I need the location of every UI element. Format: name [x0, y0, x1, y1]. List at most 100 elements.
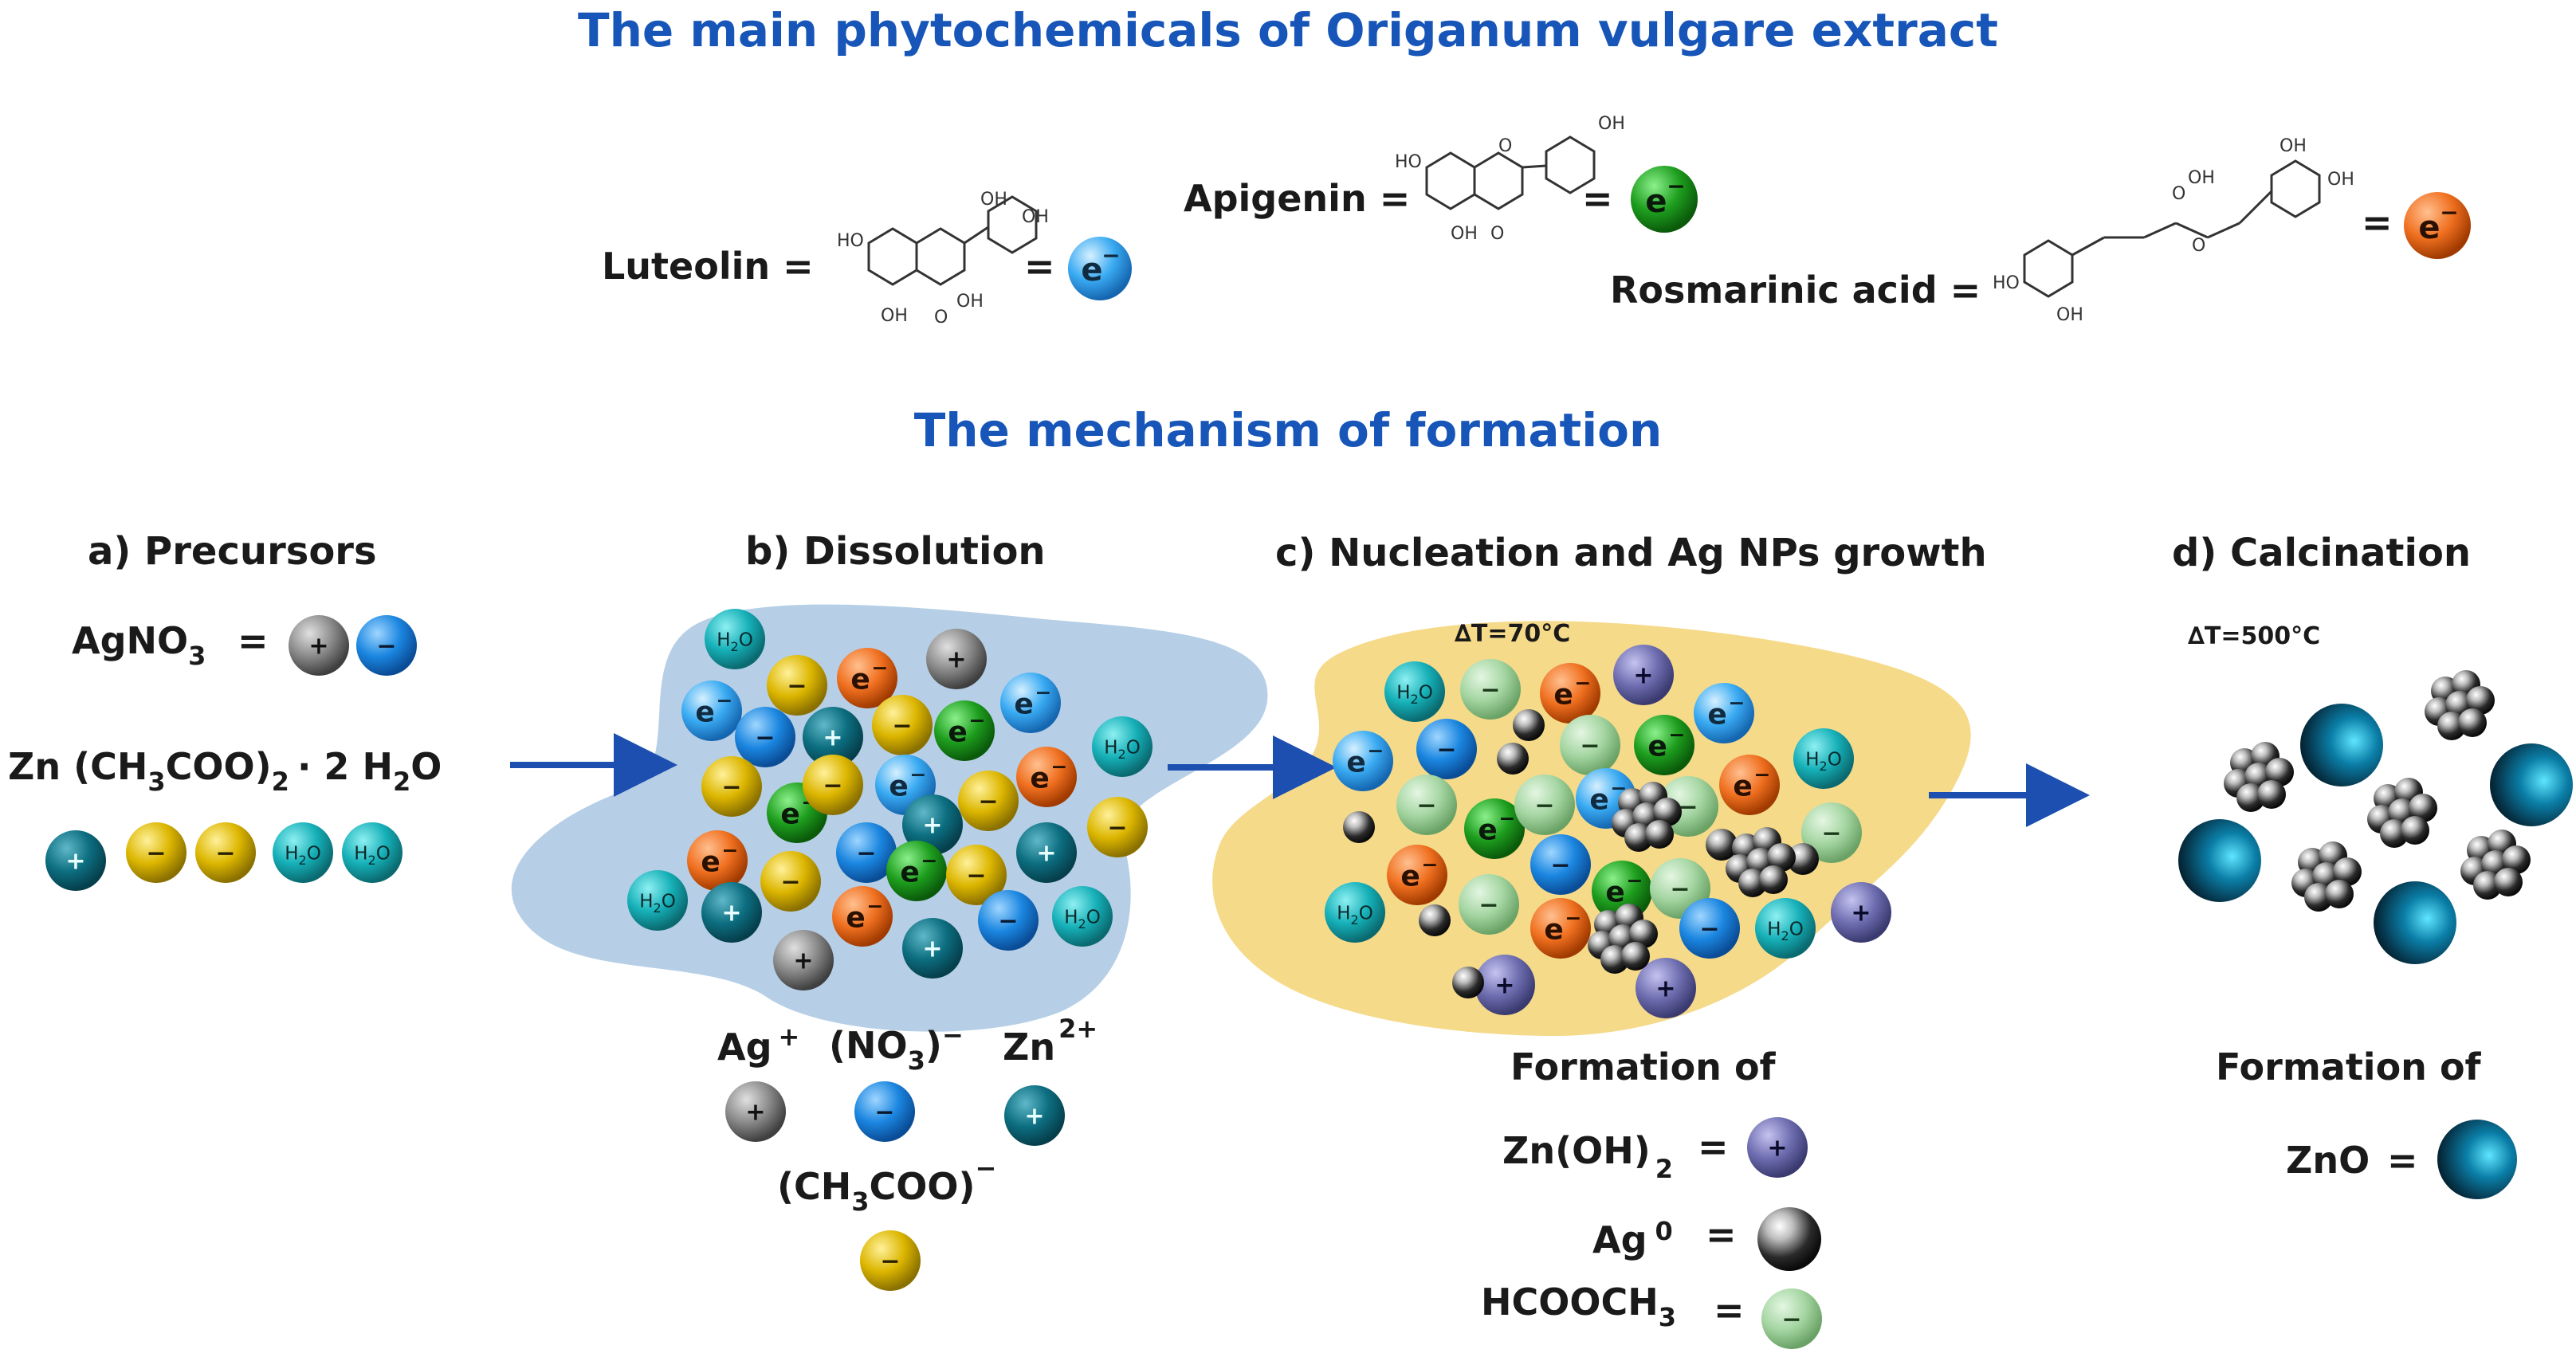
dissolution-particle-16: e− [1016, 747, 1077, 807]
dissolution-particle-26: H2O [627, 870, 688, 931]
nucleation-particle-6-label: e [1647, 730, 1667, 763]
temperature-calcination: ∆T=500°C [2188, 622, 2320, 650]
dissolution-particle-20-sup: − [721, 838, 738, 861]
nucleation-particle-26-label: H2O [1767, 919, 1804, 943]
apigenin-structure: HO OH O O OH [1395, 114, 1625, 244]
rosmarinic-electron-label: e [2418, 210, 2440, 246]
dissolution-particle-10-sup: − [968, 708, 985, 731]
apigenin-electron-sup: − [1667, 173, 1685, 199]
calcination-silver-cluster-2-atom-7 [2458, 708, 2487, 737]
dissolution-particle-6-label: e [1014, 688, 1033, 720]
precursor-nitrate-ion-charge: − [376, 633, 396, 661]
nucleation-particle-17: − [1801, 802, 1862, 863]
luteolin-equals: = [1024, 245, 1055, 288]
ag0-equals: = [1706, 1213, 1737, 1256]
nucleation-particle-25: − [1679, 898, 1740, 959]
precursor-agno3: AgNO3 = [72, 619, 269, 671]
dissolution-particle-24-sup: − [921, 849, 937, 872]
precursor-acetate-ion-1-charge: − [146, 840, 166, 868]
nucleation-particle-5-label: e [1707, 698, 1726, 731]
nucleation-particle-24: e− [1530, 898, 1591, 959]
luteolin-structure: HO OH O OH OH OH [837, 190, 1049, 328]
nucleation-particle-6-sup: − [1668, 723, 1685, 746]
nucleation-particle-29-charge: + [1655, 975, 1675, 1003]
dissolution-particle-30-label: H2O [1064, 907, 1101, 932]
dissolution-particle-25: − [946, 845, 1007, 905]
zinc-acetate-formula: Zn (CH3COO)2· 2 H2O [8, 745, 442, 797]
dissolution-particle-16-label: e [1030, 762, 1049, 794]
dissolution-particle-5-label: e [695, 696, 714, 728]
precursor-water-2: H2O [342, 822, 402, 883]
nucleation-particle-29: + [1636, 958, 1696, 1018]
dissolution-particle-31: + [902, 918, 963, 979]
nucleation-particle-27: + [1831, 882, 1891, 943]
precursor-ag-ion: + [289, 615, 349, 676]
nucleation-particle-19: − [1530, 834, 1591, 895]
dissolution-particle-4-charge: − [787, 673, 807, 700]
nucleation-particle-13-label: e [1478, 814, 1497, 846]
section-calcination: d) Calcination [2172, 531, 2471, 575]
svg-text:OH: OH [1598, 114, 1625, 134]
svg-text:OH: OH [980, 190, 1007, 210]
svg-text:OH: OH [2327, 170, 2354, 190]
rosmarinic-equals: = [2362, 201, 2393, 244]
dissolution-particle-1-label: H2O [717, 630, 753, 654]
nucleation-particle-20: e− [1592, 861, 1652, 921]
formation-title-c: Formation of [1510, 1045, 1777, 1088]
luteolin-electron-label: e [1081, 252, 1102, 288]
rosmarinic-label: Rosmarinic acid = [1610, 269, 1981, 312]
rosmarinic-electron: e − [2404, 192, 2471, 259]
dissolution-particle-15-sup: − [909, 763, 926, 786]
dissolution-particle-21-charge: − [856, 840, 876, 868]
dissolution-particle-6-sup: − [1035, 680, 1051, 704]
dissolution-particle-17-charge: − [978, 788, 998, 816]
precursor-water-1: H2O [273, 822, 333, 883]
nucleation-particle-11-label: e [1733, 770, 1752, 802]
legend-znoh2-charge: + [1767, 1135, 1787, 1163]
svg-text:HO: HO [1395, 152, 1422, 172]
apigenin-electron-label: e [1645, 183, 1667, 220]
nucleation-particle-4-sup: − [1574, 671, 1591, 694]
legend-ag-ion-charge: + [745, 1099, 765, 1127]
dissolution-particle-11-label: H2O [1104, 737, 1141, 762]
temperature-nucleation: ∆T=70°C [1455, 620, 1570, 648]
apigenin-equals: = [1582, 177, 1613, 220]
svg-text:O: O [2172, 184, 2185, 204]
nucleation-silver-atom-5 [1419, 904, 1451, 936]
dissolution-particle-29: − [978, 890, 1039, 951]
rosmarinic-electron-sup: − [2440, 199, 2458, 226]
dissolution-particle-20: e− [687, 830, 748, 891]
dissolution-particle-16-sup: − [1050, 755, 1067, 778]
nucleation-particle-7: e− [1333, 731, 1393, 791]
dissolution-particle-24-label: e [900, 856, 919, 888]
dissolution-particle-26-label: H2O [639, 891, 676, 916]
dissolution-particle-22-charge: + [1036, 840, 1056, 868]
dissolution-particle-7: − [735, 707, 795, 767]
nucleation-silver-cluster-2-atom-5 [1767, 843, 1796, 872]
luteolin-electron: e − [1068, 237, 1132, 300]
nucleation-particle-20-label: e [1605, 876, 1624, 908]
nucleation-particle-22: H2O [1325, 882, 1385, 943]
apigenin-label: Apigenin = [1184, 177, 1410, 220]
nucleation-particle-16-charge: − [1678, 794, 1698, 822]
apigenin-electron: e − [1631, 166, 1698, 233]
nucleation-particle-11-sup: − [1753, 763, 1770, 786]
nucleation-particle-23: − [1459, 874, 1519, 935]
nucleation-particle-2-label: H2O [1396, 682, 1433, 707]
nucleation-particle-4: e− [1540, 663, 1600, 724]
phytochemicals-title: The main phytochemicals of Origanum vulg… [578, 3, 1998, 57]
dissolution-particle-32: + [773, 930, 834, 990]
nucleation-particle-17-charge: − [1821, 820, 1841, 848]
svg-text:O: O [1490, 224, 1504, 244]
calcination-silver-cluster-1-atom-7 [2257, 780, 2286, 809]
rosmarinic-structure: HO OH O O OH OH OH [1993, 136, 2354, 325]
dissolution-particle-13-label: e [780, 798, 799, 830]
calcination-zno-2 [2490, 743, 2573, 826]
nucleation-particle-14-charge: − [1534, 792, 1554, 820]
nucleation-particle-21-charge: − [1670, 876, 1690, 904]
mechanism-title: The mechanism of formation [914, 403, 1663, 457]
agno3-formula: AgNO3 [72, 619, 206, 671]
dissolution-particle-15-label: e [889, 770, 908, 802]
nucleation-silver-cluster-1-atom-7 [1645, 820, 1674, 849]
